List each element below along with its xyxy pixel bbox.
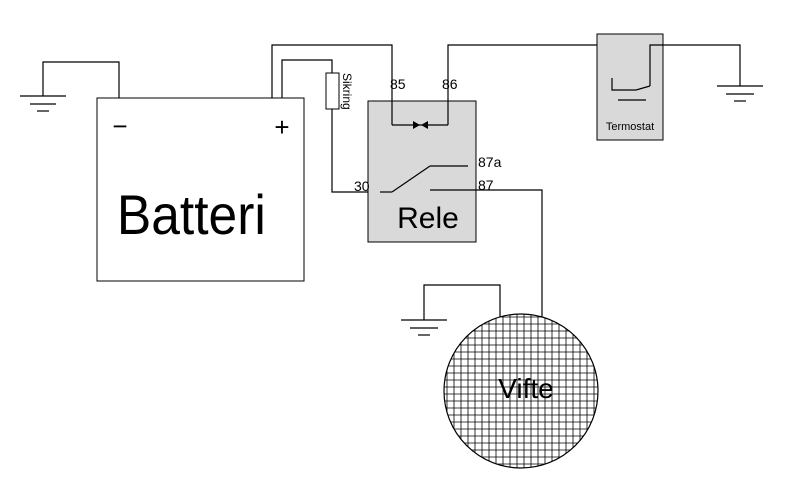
battery-label: Batteri	[117, 184, 266, 246]
fan-label: Vifte	[498, 373, 554, 404]
ground-symbol-battery	[20, 61, 120, 112]
thermostat: Termostat	[596, 33, 664, 141]
fan-grille	[444, 314, 598, 468]
relay: Rele 85 86 87a 30 87	[354, 76, 502, 243]
pin-85-label: 85	[390, 76, 406, 92]
wire-86-to-thermostat	[447, 44, 613, 88]
wire-battery-plus-to-85	[271, 44, 393, 98]
relay-switch	[380, 165, 476, 193]
pin-30-label: 30	[354, 178, 370, 194]
pin-87-label: 87	[478, 177, 494, 193]
pin-87a-label: 87a	[478, 154, 502, 170]
thermostat-label: Termostat	[606, 121, 654, 133]
ground-symbol-thermostat	[662, 44, 763, 102]
fan: Vifte	[443, 313, 599, 469]
battery-plus-symbol: +	[274, 112, 289, 142]
ground-symbol-fan	[401, 284, 501, 336]
pin-86-label: 86	[442, 76, 458, 92]
battery-minus-symbol: −	[112, 111, 127, 141]
fuse	[325, 72, 340, 110]
wire-87-to-fan	[476, 189, 543, 318]
relay-label: Rele	[397, 202, 459, 235]
wire-fuse-to-30	[331, 109, 380, 193]
battery-body	[96, 97, 305, 282]
fuse-label: Sikring	[340, 73, 354, 110]
relay-coil	[391, 88, 449, 129]
thermostat-body	[596, 33, 664, 141]
fan-body	[443, 313, 599, 469]
wire-battery-plus-to-fuse	[281, 59, 333, 98]
battery: Batteri − +	[96, 97, 305, 282]
